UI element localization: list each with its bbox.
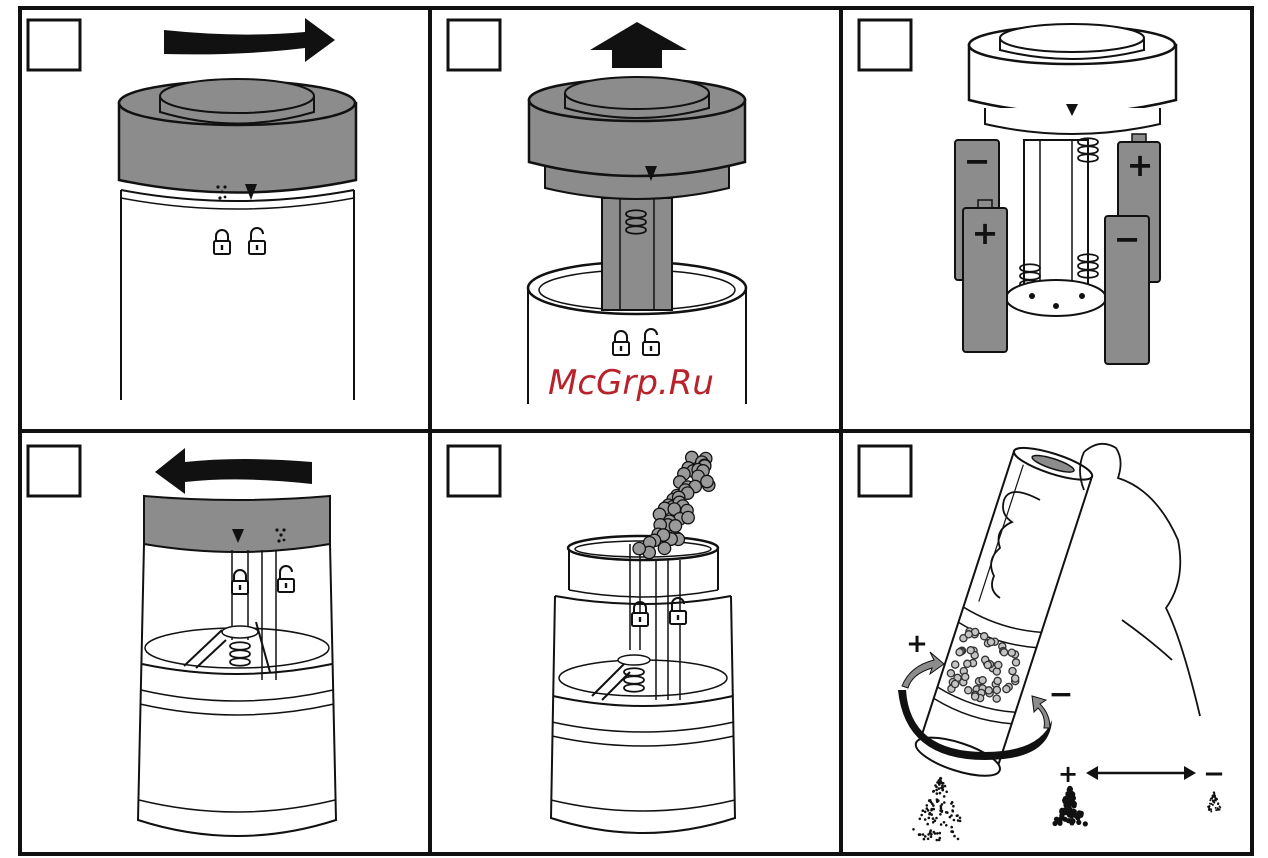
lock-icon — [231, 569, 249, 595]
grinder-cap — [143, 494, 331, 553]
watermark: McGrp.Ru — [548, 363, 714, 403]
unlock-icon — [277, 565, 295, 593]
battery-front-right: − — [1104, 215, 1150, 365]
rotate-arrow-left-icon — [901, 651, 945, 689]
ring-plus-label: + — [906, 629, 928, 659]
battery-base — [1005, 279, 1107, 317]
pointer-triangle-icon — [645, 166, 657, 181]
panel-4 — [26, 444, 338, 837]
rotate-arrow-right-icon — [1031, 695, 1051, 729]
arrow-left-icon — [155, 448, 312, 494]
step-box — [857, 18, 913, 72]
peppercorn-stream-icon — [632, 450, 716, 560]
grinder-body — [568, 548, 719, 590]
adjust-ring — [898, 690, 1052, 760]
fine-grind-pile-icon — [1207, 791, 1222, 813]
lock-icon — [213, 229, 231, 255]
unlock-icon — [248, 227, 266, 255]
battery-column — [601, 197, 673, 311]
ring-minus-label: − — [1048, 677, 1073, 712]
cap-button-top — [564, 76, 710, 110]
panel-3: − + + − — [857, 18, 1178, 365]
step-box — [446, 18, 502, 72]
hand-outline — [990, 442, 1201, 717]
medium-grind-pile-icon — [1052, 785, 1088, 827]
svg-text:+: + — [1127, 146, 1154, 184]
grinder-cap — [117, 101, 358, 194]
body-rim-inner — [120, 197, 355, 210]
battery-front-left: + — [962, 199, 1008, 353]
body-rim — [120, 189, 355, 202]
pointer-triangle-icon — [232, 529, 244, 543]
coarse-grind-pile-icon — [912, 776, 962, 842]
pointer-triangle-icon — [1066, 104, 1078, 116]
step-box — [857, 444, 913, 498]
lock-icon — [612, 330, 630, 356]
tilted-grinder — [914, 446, 1094, 777]
step-box — [26, 18, 82, 72]
step-box — [26, 444, 82, 498]
grinder-body — [136, 543, 338, 837]
peppercorn-fill — [946, 627, 1021, 703]
pointer-triangle-icon — [245, 184, 257, 200]
grinder-body — [527, 288, 747, 404]
step-box — [446, 444, 502, 498]
panel-1 — [26, 18, 358, 400]
scale-minus-label: − — [1203, 759, 1225, 789]
panel-5 — [446, 444, 737, 834]
arrow-up-icon — [590, 22, 687, 68]
grinder-body — [120, 190, 355, 400]
arrow-right-icon — [164, 18, 335, 62]
svg-text:+: + — [972, 214, 999, 252]
svg-text:−: − — [1114, 220, 1141, 258]
cap-button-top — [159, 78, 315, 114]
scale-plus-label: + — [1058, 760, 1078, 788]
panel-6: + − + − — [857, 442, 1225, 842]
panel-2: McGrp.Ru — [446, 18, 748, 404]
svg-text:−: − — [964, 142, 991, 180]
unlock-icon — [642, 328, 660, 356]
